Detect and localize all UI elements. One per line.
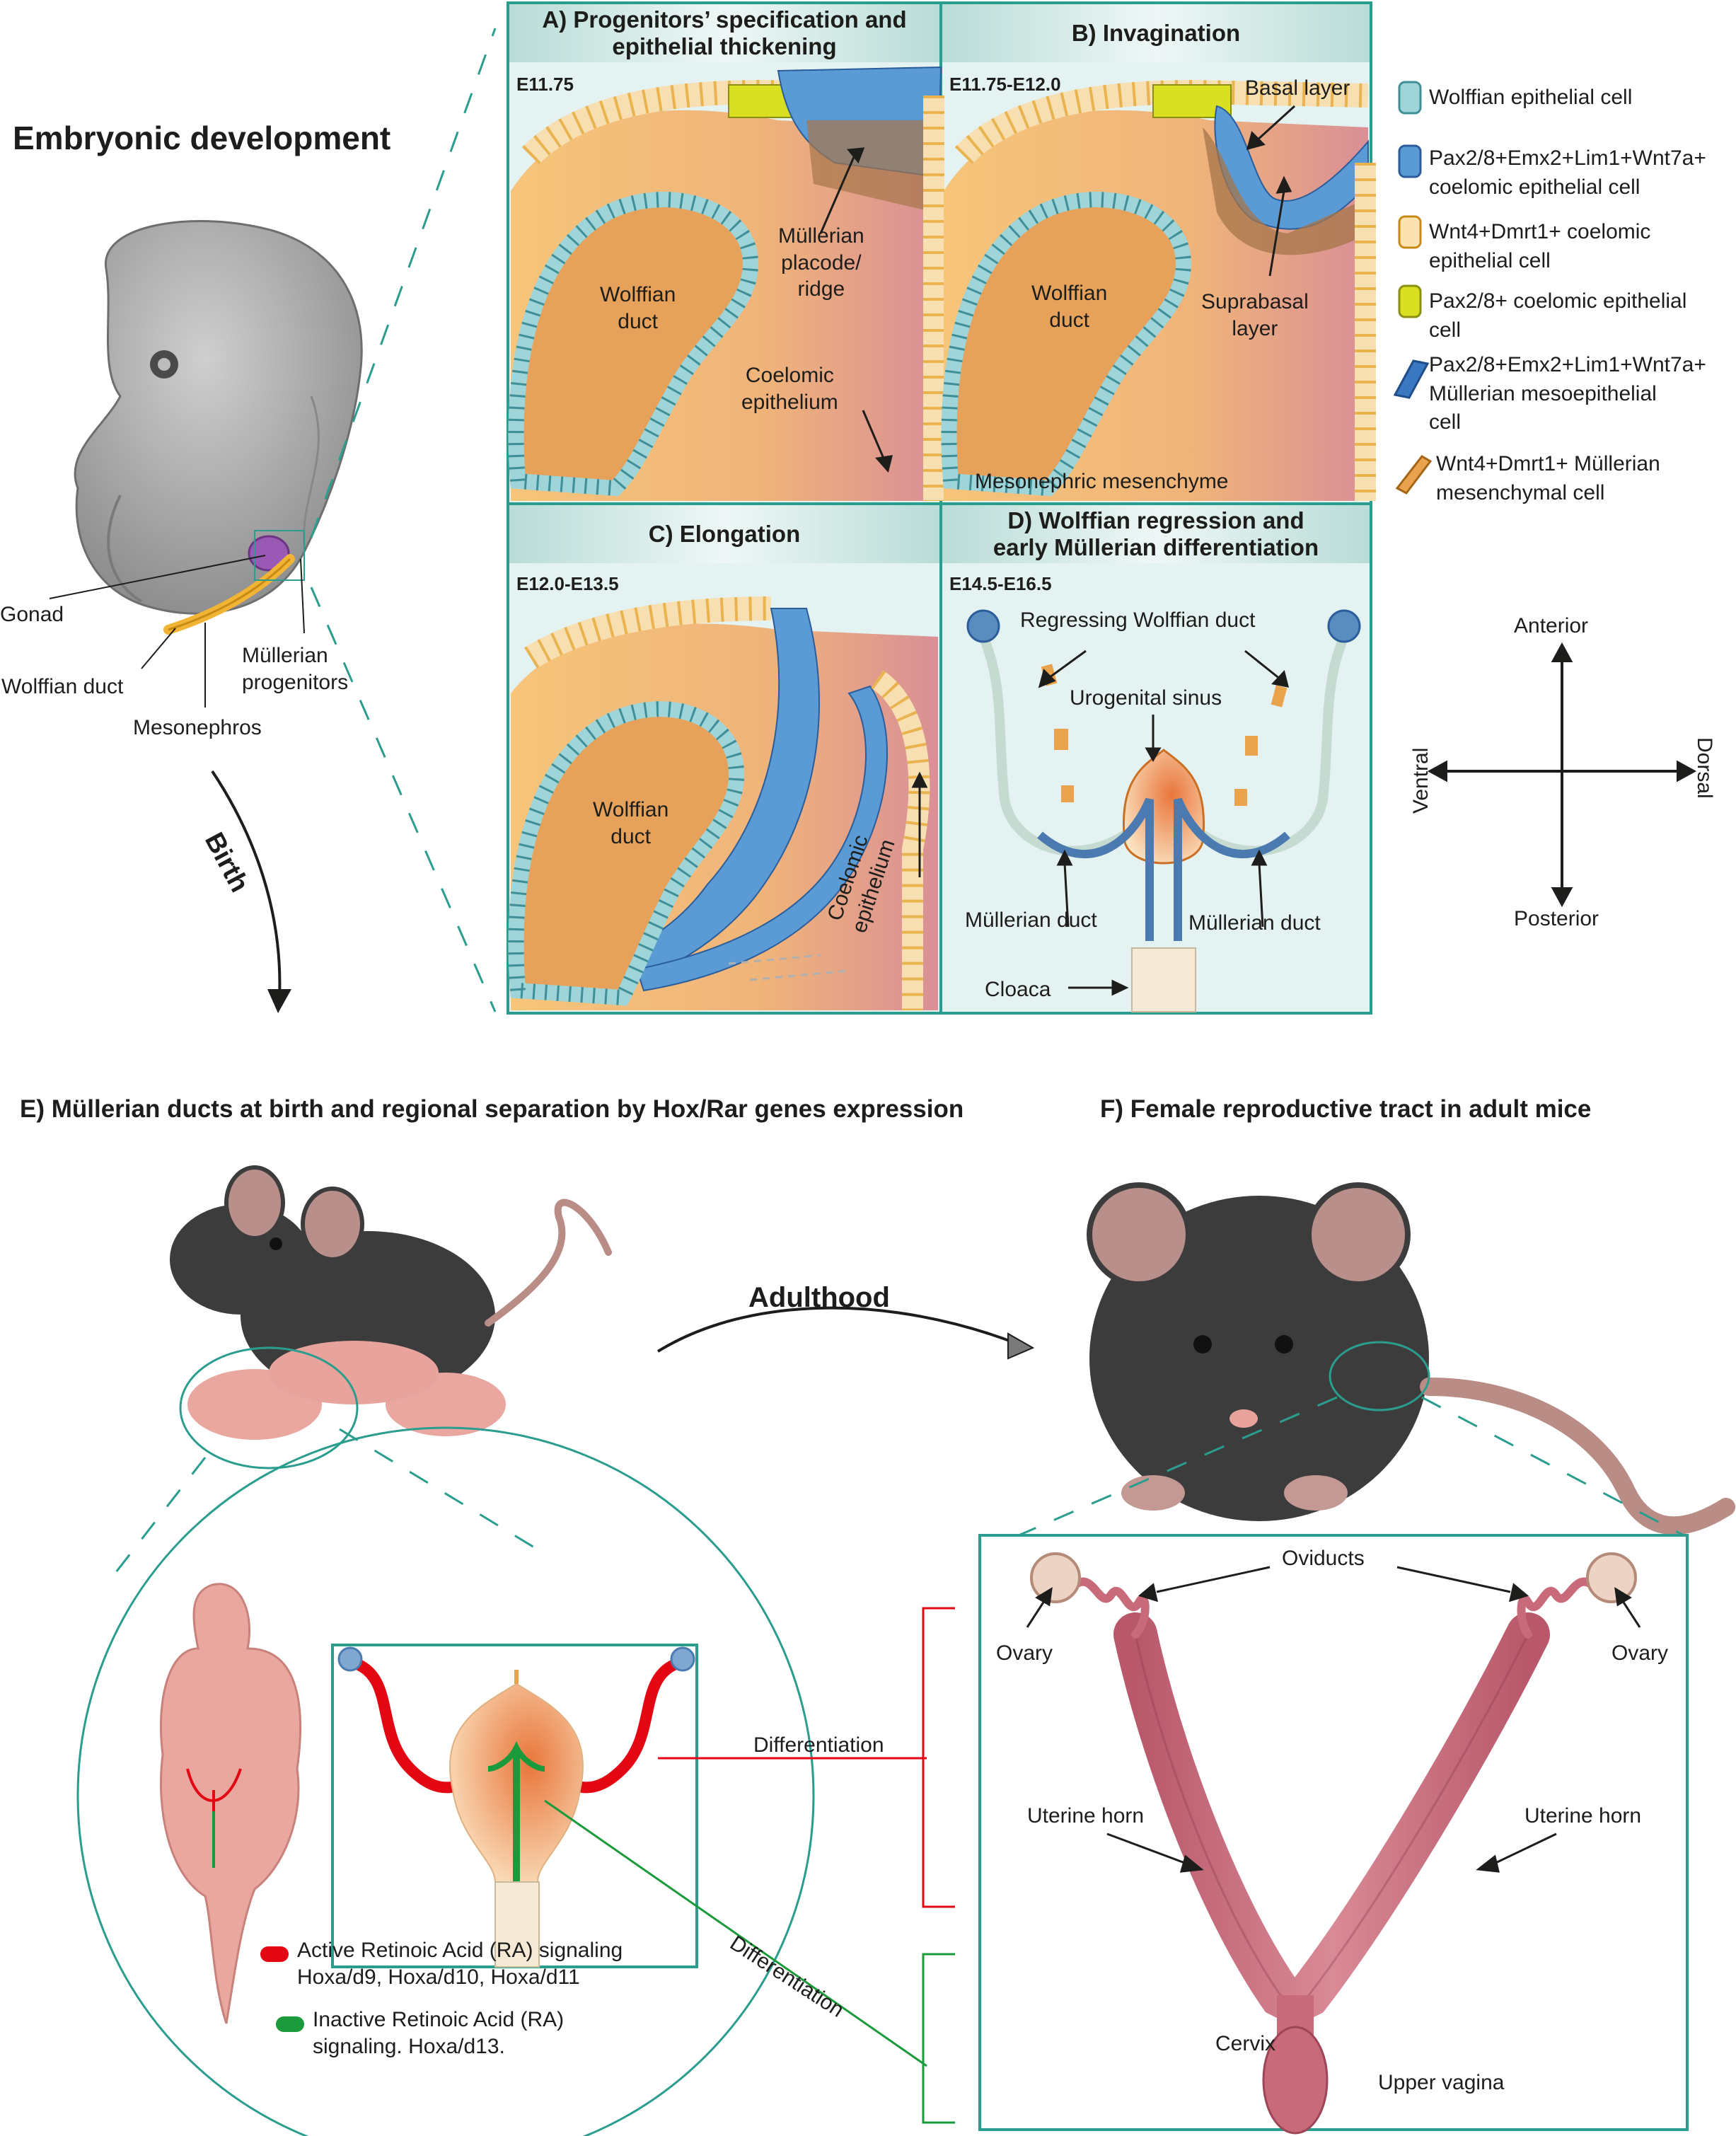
differentiation-upper-label: Differentiation	[753, 1733, 884, 1757]
regressing-wolffian-label: Regressing Wolffian duct	[1020, 608, 1256, 632]
dorsal-label: Dorsal	[1693, 737, 1716, 799]
panel-b-stage: E11.75-E12.0	[949, 74, 1061, 95]
panel-d-structures	[966, 609, 1361, 1012]
adulthood-arrow	[656, 1306, 1019, 1353]
urogenital-sinus-label: Urogenital sinus	[1070, 686, 1222, 710]
section-f-title: F) Female reproductive tract in adult mi…	[1100, 1095, 1592, 1123]
reproductive-tract-frame	[978, 1534, 1689, 2131]
inset-mullerian-ducts	[337, 1646, 695, 1968]
mother-mouse-with-pups	[170, 1165, 612, 1470]
panel-a-tissue	[508, 66, 944, 501]
uterine-horn-left-label: Uterine horn	[1027, 1804, 1145, 1828]
section-e-title: E) Müllerian ducts at birth and regional…	[20, 1095, 964, 1123]
zoom-line-top	[310, 28, 497, 538]
posterior-label: Posterior	[1514, 907, 1599, 930]
mullerian-duct-right-label: Müllerian duct	[1188, 911, 1321, 935]
panel-a-coelomic-label: Coelomic epithelium	[741, 364, 838, 414]
upper-vagina-label: Upper vagina	[1378, 2071, 1505, 2094]
zoom-line-bottom	[310, 587, 497, 1012]
legend-item-2: Wnt4+Dmrt1+ coelomic epithelial cell	[1429, 220, 1651, 272]
cloaca-label: Cloaca	[985, 978, 1051, 1001]
wolffian-duct-label: Wolffian duct	[1, 675, 124, 698]
gonad-label: Gonad	[0, 603, 64, 626]
basal-layer-label: Basal layer	[1245, 76, 1350, 100]
ovary-left-label: Ovary	[996, 1641, 1053, 1665]
adulthood-label: Adulthood	[748, 1282, 890, 1313]
cervix-label: Cervix	[1215, 2032, 1276, 2055]
mullerian-duct-left-label: Müllerian duct	[965, 908, 1097, 932]
uterine-horn-right-label: Uterine horn	[1524, 1804, 1642, 1828]
panel-c-wolffian-label: Wolffian duct	[593, 798, 669, 848]
legend-item-5: Wnt4+Dmrt1+ Müllerian mesenchymal cell	[1436, 452, 1660, 504]
panel-b-tissue	[941, 79, 1376, 501]
legend-item-1: Pax2/8+Emx2+Lim1+Wnt7a+ coelomic epithel…	[1429, 146, 1706, 199]
panel-c-title: C) Elongation	[509, 505, 939, 563]
placode-label: Müllerian placode/ ridge	[778, 224, 864, 301]
oviducts-label: Oviducts	[1282, 1547, 1365, 1570]
legend-item-0: Wolffian epithelial cell	[1429, 86, 1633, 109]
panel-c-tissue	[508, 596, 938, 1010]
legend-item-4: Pax2/8+Emx2+Lim1+Wnt7a+ Müllerian mesoep…	[1429, 353, 1706, 434]
panel-c-stage: E12.0-E13.5	[516, 573, 619, 594]
legend-icons	[1393, 81, 1433, 495]
panel-a-wolffian-label: Wolffian duct	[600, 283, 676, 333]
panel-d-title: D) Wolffian regression and early Mülleri…	[942, 505, 1370, 563]
panel-a-title: A) Progenitors’ specification and epithe…	[509, 4, 939, 62]
mullerian-progenitors-label: Müllerian progenitors	[242, 644, 349, 694]
mesonephros-label: Mesonephros	[133, 716, 262, 739]
panel-b-wolffian-label: Wolffian duct	[1031, 282, 1108, 332]
legend-item-3: Pax2/8+ coelomic epithelial cell	[1429, 289, 1687, 342]
axes-cross	[1427, 642, 1697, 908]
inactive-ra-swatch	[276, 2016, 304, 2032]
anterior-label: Anterior	[1514, 614, 1589, 637]
active-ra-label: Active Retinoic Acid (RA) signaling Hoxa…	[297, 1939, 623, 1989]
panel-a-stage: E11.75	[516, 74, 574, 95]
panel-b-title: B) Invagination	[942, 4, 1370, 62]
inactive-ra-label: Inactive Retinoic Acid (RA) signaling. H…	[313, 2008, 565, 2058]
panel-d-stage: E14.5-E16.5	[949, 573, 1052, 594]
embryo-illustration	[49, 220, 363, 1013]
active-ra-swatch	[260, 1946, 289, 1962]
tract-arrows	[1026, 1566, 1641, 1873]
adult-mouse	[1087, 1182, 1735, 1535]
panel-arrows	[819, 105, 1296, 996]
embryo-title: Embryonic development	[13, 120, 391, 156]
ventral-label: Ventral	[1409, 747, 1433, 814]
mesonephric-mesenchyme-label: Mesonephric mesenchyme	[975, 470, 1229, 493]
ovary-right-label: Ovary	[1611, 1641, 1669, 1665]
suprabasal-layer-label: Suprabasal layer	[1201, 290, 1309, 340]
reproductive-tract	[1030, 1552, 1637, 2135]
